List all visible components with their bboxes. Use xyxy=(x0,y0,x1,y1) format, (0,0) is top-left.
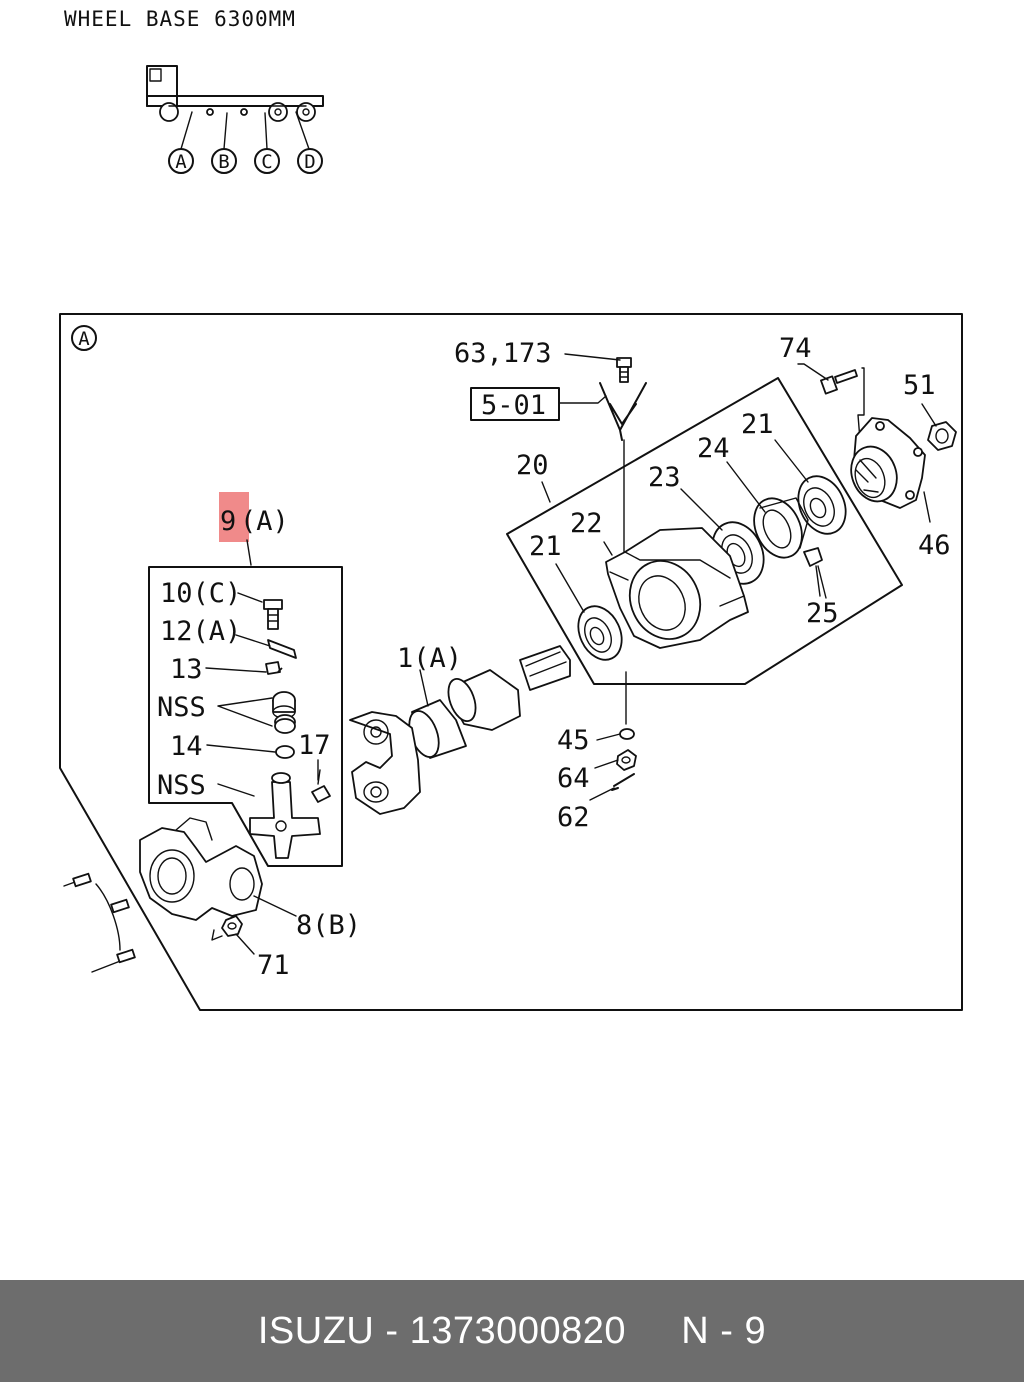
callout-64: 64 xyxy=(557,763,590,794)
leader-lines xyxy=(205,353,937,955)
callout-45: 45 xyxy=(557,725,590,756)
position-d-label: D xyxy=(304,151,315,173)
part-number-label: ISUZU - 1373000820 N - 9 xyxy=(257,1309,767,1352)
slinger-24 xyxy=(753,497,809,559)
callout-20: 20 xyxy=(516,450,549,481)
callout-25: 25 xyxy=(806,598,839,629)
pin-62 xyxy=(611,773,635,791)
propeller-shaft-1 xyxy=(408,645,571,759)
grease-nipple-17 xyxy=(311,769,331,803)
position-d-marker xyxy=(297,148,323,174)
needle-bearing xyxy=(274,714,296,734)
bearing-housing-22 xyxy=(605,527,749,649)
bracket-5-01 xyxy=(599,382,647,441)
position-a-label: A xyxy=(175,151,187,173)
spider-cross xyxy=(249,772,321,859)
callout-74: 74 xyxy=(779,333,812,364)
section-tag-marker xyxy=(71,325,97,351)
position-c-label: C xyxy=(261,151,272,173)
callout-9: 9 xyxy=(220,506,236,537)
position-b-marker xyxy=(211,148,237,174)
part-9-highlight xyxy=(219,492,249,542)
wheel-base-label: WHEEL BASE 6300MM xyxy=(64,7,296,31)
callout-22: 22 xyxy=(570,508,603,539)
bearing-cap xyxy=(272,691,296,719)
callout-5-01: 5-01 xyxy=(481,390,546,421)
callout-12: 12(A) xyxy=(160,616,241,647)
nut-64 xyxy=(616,749,637,771)
callout-13: 13 xyxy=(170,654,203,685)
truck-outline: A B C D xyxy=(146,65,324,174)
nut-51 xyxy=(927,421,957,451)
washer-45 xyxy=(619,728,635,740)
seal-21-left xyxy=(577,605,623,661)
bolt-10 xyxy=(263,599,283,630)
callout-nss-2: NSS xyxy=(157,770,206,801)
callout-10: 10(C) xyxy=(160,578,241,609)
plate-12 xyxy=(267,639,297,659)
callout-5-01-box xyxy=(470,387,560,421)
callout-62: 62 xyxy=(557,802,590,833)
callout-21-left: 21 xyxy=(529,531,562,562)
position-b-label: B xyxy=(218,151,229,173)
flange-46 xyxy=(850,417,926,509)
position-c-marker xyxy=(254,148,280,174)
callout-1: 1(A) xyxy=(397,643,462,674)
callout-24: 24 xyxy=(697,433,730,464)
callout-9-suffix: (A) xyxy=(240,506,289,537)
callout-8: 8(B) xyxy=(296,910,361,941)
washer-14 xyxy=(275,745,295,759)
propeller-shaft-diagram: WHEEL BASE 6300MM A B C D A xyxy=(59,7,963,1011)
callout-51: 51 xyxy=(903,370,936,401)
callout-nss-1: NSS xyxy=(157,692,206,723)
grease-nipple-25 xyxy=(803,547,823,597)
flange-yoke-8 xyxy=(139,817,263,921)
callout-23: 23 xyxy=(648,462,681,493)
callout-17: 17 xyxy=(298,730,331,761)
shaft-yoke xyxy=(349,711,421,815)
bolt-63-173 xyxy=(616,357,632,383)
joint-kit-box xyxy=(148,566,343,867)
nut-71 xyxy=(221,915,243,937)
section-tag-label: A xyxy=(78,328,90,350)
footer-bar: ISUZU - 1373000820 N - 9 xyxy=(0,1280,1024,1382)
position-a-marker xyxy=(168,148,194,174)
center-bearing-group-box xyxy=(506,377,903,685)
callout-46: 46 xyxy=(918,530,951,561)
section-frame xyxy=(59,313,963,1011)
callout-71: 71 xyxy=(257,950,290,981)
plate-13 xyxy=(265,661,283,675)
callout-21-right: 21 xyxy=(741,409,774,440)
callout-14: 14 xyxy=(170,731,203,762)
seal-21-right xyxy=(797,475,847,535)
shaft-tube-left xyxy=(63,872,136,973)
bolt-74 xyxy=(820,369,858,395)
callout-63-173: 63,173 xyxy=(454,338,552,369)
